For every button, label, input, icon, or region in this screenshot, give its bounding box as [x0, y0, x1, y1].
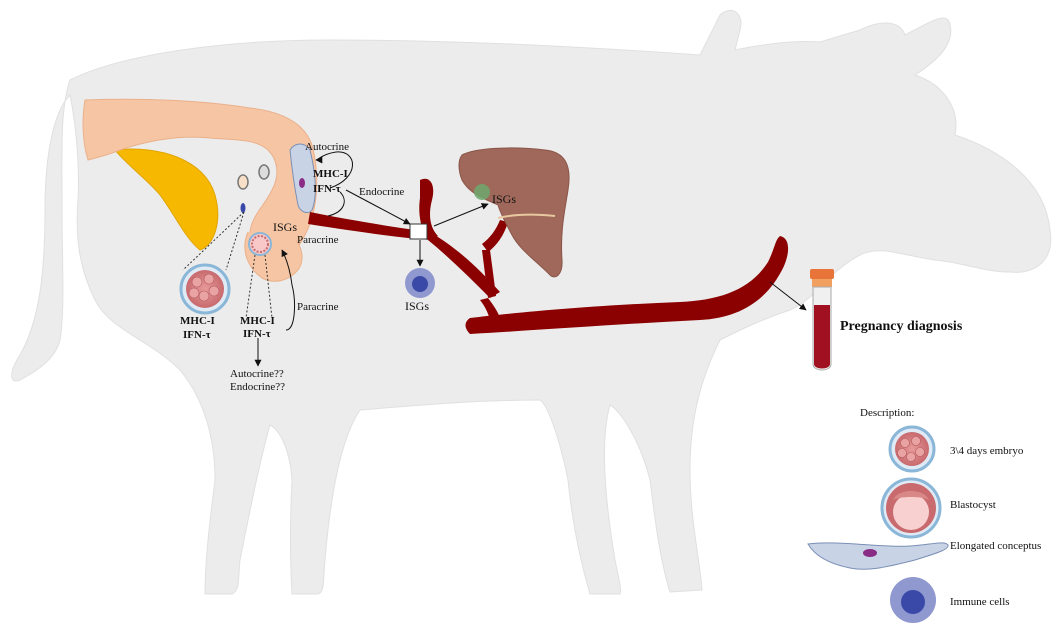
label-mhc-mid: MHC-I — [240, 315, 275, 327]
oviduct-embryo-2 — [259, 165, 269, 179]
label-ifn-left: IFN-τ — [183, 329, 211, 341]
legend-title: Description: — [860, 407, 914, 419]
blood-tube-icon — [810, 269, 834, 370]
oviduct-embryo-1 — [238, 175, 248, 189]
sample-box — [410, 224, 427, 239]
embryo-icon — [890, 427, 934, 471]
label-isgs-immune: ISGs — [405, 299, 429, 313]
label-autocrine-q: Autocrine?? — [230, 368, 284, 380]
immune-cell-icon — [890, 577, 936, 623]
uterus-blastocyst — [249, 233, 271, 255]
label-isgs-liver: ISGs — [492, 192, 516, 206]
label-ifn-mid: IFN-τ — [243, 328, 271, 340]
legend-item-immune: Immune cells — [950, 596, 1010, 608]
label-endocrine-q: Endocrine?? — [230, 381, 285, 393]
embryo-enlarged — [181, 265, 229, 313]
blastocyst-icon — [882, 479, 940, 537]
label-paracrine-top: Paracrine — [297, 234, 339, 246]
label-paracrine-right: Paracrine — [297, 301, 339, 313]
label-isgs-uterus: ISGs — [273, 220, 297, 234]
label-pregnancy-diagnosis: Pregnancy diagnosis — [840, 319, 963, 334]
label-mhc-left: MHC-I — [180, 315, 215, 327]
oviduct-embryo-3 — [241, 203, 246, 213]
legend: Description: 3\4 days embryo Blastocyst … — [808, 407, 1041, 623]
label-endocrine-top: Endocrine — [359, 186, 404, 198]
label-autocrine-top: Autocrine — [305, 141, 349, 153]
conceptus-nucleus — [299, 178, 305, 188]
legend-item-conceptus: Elongated conceptus — [950, 540, 1041, 552]
immune-cell-mid — [405, 268, 435, 298]
liver-isgs-spot — [474, 184, 490, 200]
label-ifn-top: IFN-τ — [313, 183, 341, 195]
label-mhc-top: MHC-I — [313, 168, 348, 180]
conceptus-icon — [808, 543, 948, 569]
legend-item-embryo: 3\4 days embryo — [950, 445, 1024, 457]
legend-item-blastocyst: Blastocyst — [950, 499, 996, 511]
